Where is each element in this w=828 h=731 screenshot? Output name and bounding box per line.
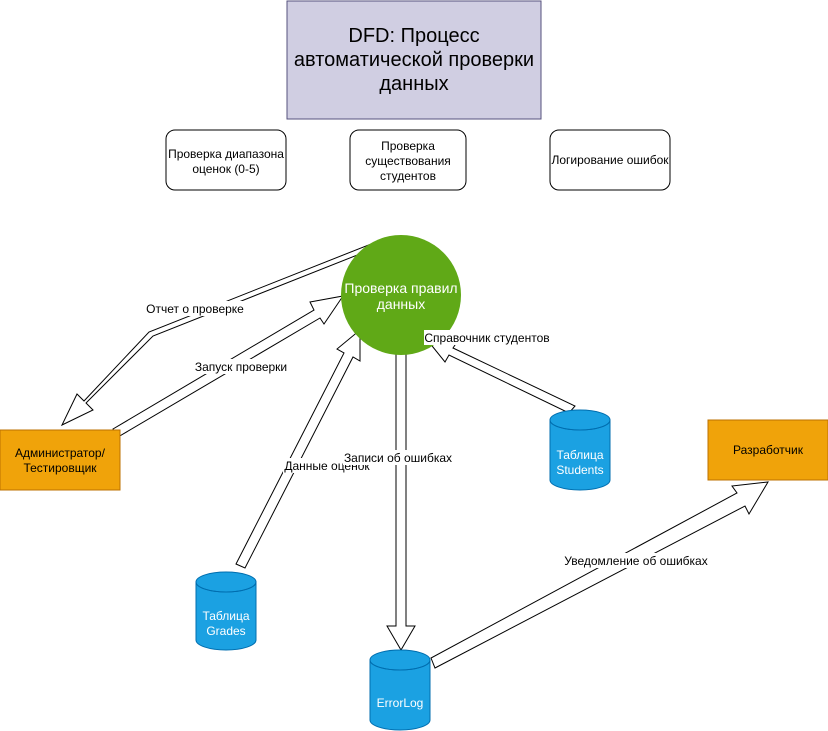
store-students-line-1: Таблица xyxy=(556,448,603,462)
flow-label-error-records: Записи об ошибках xyxy=(344,451,452,465)
process-data-validation: Проверка правил данных xyxy=(341,235,461,355)
process-label-line-1: Проверка правил xyxy=(344,280,457,296)
note-error-logging-line-1: Логирование ошибок xyxy=(551,153,669,167)
flow-arrow-error-records xyxy=(386,351,416,651)
flow-label-student-ref: Справочник студентов xyxy=(424,331,549,345)
note-error-logging: Логирование ошибок xyxy=(549,129,671,191)
note-student-exists-line-1: Проверка xyxy=(381,139,435,153)
note-student-exists-line-2: существования xyxy=(365,154,451,168)
entity-developer-line-1: Разработчик xyxy=(733,443,804,457)
flow-label-start-group: Запуск проверки xyxy=(193,359,289,374)
flow-arrow-grades-data xyxy=(235,328,361,569)
flow-label-error-notify: Уведомление об ошибках xyxy=(564,554,707,568)
flow-label-report-group: Отчет о проверке xyxy=(144,301,246,316)
title-line-3: данных xyxy=(379,73,448,95)
store-grades-line-1: Таблица xyxy=(202,609,249,623)
note-grade-range-line-1: Проверка диапазона xyxy=(168,147,284,161)
flow-label-report: Отчет о проверке xyxy=(146,302,244,316)
flow-arrow-error-notify xyxy=(430,481,769,669)
note-student-exists-line-3: студентов xyxy=(380,169,436,183)
note-grade-range-line-2: оценок (0-5) xyxy=(192,162,259,176)
flow-label-error-notify-group: Уведомление об ошибках xyxy=(563,553,709,568)
title-line-2: автоматической проверки xyxy=(294,49,534,71)
flow-label-start: Запуск проверки xyxy=(195,360,287,374)
note-student-exists: Проверка существования студентов xyxy=(349,129,467,191)
diagram-title: DFD: Процесс автоматической проверки дан… xyxy=(286,0,542,120)
flow-label-error-records-group: Записи об ошибках xyxy=(343,450,454,465)
note-grade-range: Проверка диапазона оценок (0-5) xyxy=(165,129,287,191)
store-grades-table: Таблица Grades xyxy=(195,571,257,651)
entity-admin-tester: Администратор/ Тестировщик xyxy=(0,429,121,491)
process-label-line-2: данных xyxy=(377,296,425,312)
store-errorlog: ErrorLog xyxy=(369,649,431,731)
entity-developer: Разработчик xyxy=(707,419,828,481)
store-students-table: Таблица Students xyxy=(549,409,611,491)
entity-admin-line-2: Тестировщик xyxy=(23,461,97,475)
entity-admin-line-1: Администратор/ xyxy=(15,446,106,460)
store-errorlog-line-1: ErrorLog xyxy=(377,696,424,710)
flow-arrow-student-ref xyxy=(422,335,576,414)
store-students-line-2: Students xyxy=(556,463,603,477)
store-grades-line-2: Grades xyxy=(206,624,245,638)
title-line-1: DFD: Процесс xyxy=(348,25,479,47)
flow-label-student-ref-group: Справочник студентов xyxy=(424,330,550,345)
